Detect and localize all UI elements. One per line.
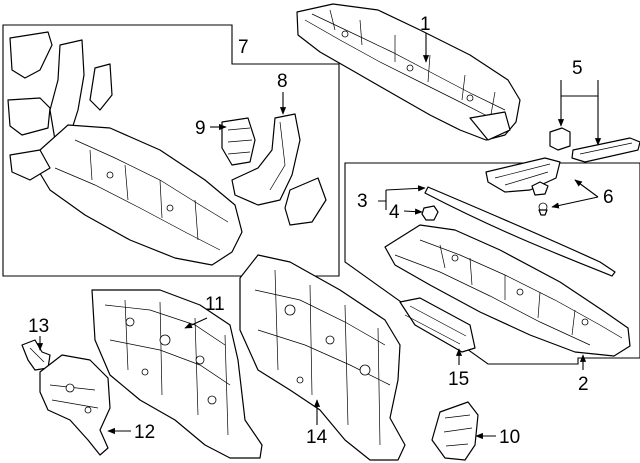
detail-box-7 xyxy=(2,24,340,277)
callout-13: 13 xyxy=(28,316,49,337)
callout-1: 1 xyxy=(420,14,431,35)
detail-box-2 xyxy=(344,162,640,365)
bracket-part-15 xyxy=(399,297,476,353)
callout-6: 6 xyxy=(603,187,614,208)
leader-lines xyxy=(36,33,602,440)
brace-part-10 xyxy=(431,401,479,461)
callout-14: 14 xyxy=(306,427,328,448)
callout-10: 10 xyxy=(499,427,520,448)
callout-9: 9 xyxy=(195,118,206,139)
callout-15: 15 xyxy=(448,369,469,390)
cowl-top-panel-part-1 xyxy=(296,3,521,141)
clip-part-4 xyxy=(421,205,439,221)
callout-2: 2 xyxy=(578,374,589,395)
callout-3: 3 xyxy=(357,191,368,212)
cowl-side-part-6 xyxy=(485,157,561,216)
callout-8: 8 xyxy=(277,71,288,92)
callout-7: 7 xyxy=(238,37,249,58)
callout-11: 11 xyxy=(205,294,225,315)
callout-4: 4 xyxy=(389,202,400,223)
detail-7-parts xyxy=(7,31,327,266)
weatherstrip-part-3 xyxy=(424,186,616,277)
dash-insulator-part-14 xyxy=(239,254,406,461)
cowl-cover-part-5 xyxy=(549,127,640,163)
callout-12: 12 xyxy=(134,422,155,443)
brace-part-12 xyxy=(39,354,111,456)
dash-panel-part-11 xyxy=(91,289,263,459)
bracket-part-13 xyxy=(21,339,51,371)
callout-5: 5 xyxy=(572,58,583,79)
cowl-panel-part-2 xyxy=(384,224,631,357)
